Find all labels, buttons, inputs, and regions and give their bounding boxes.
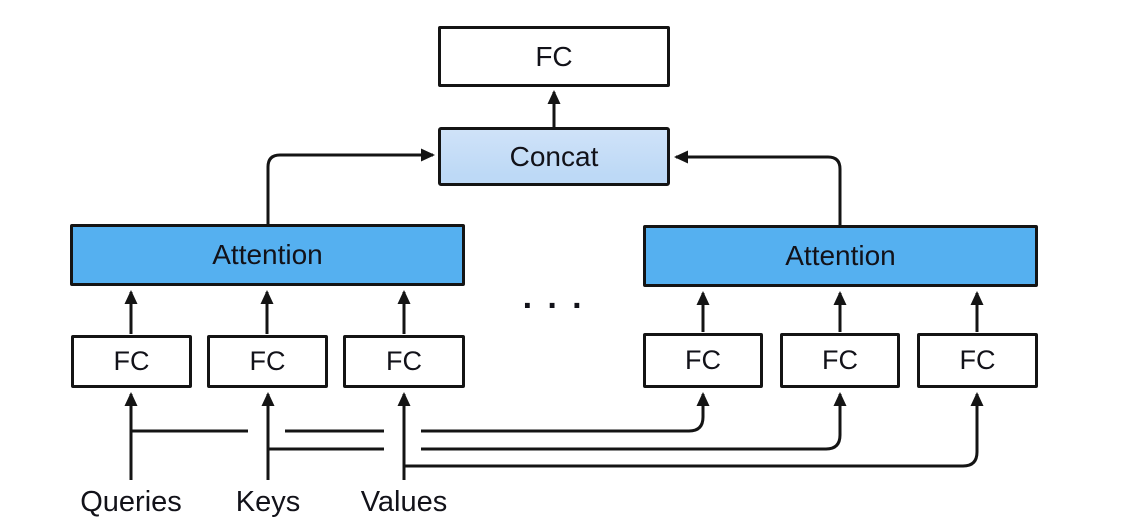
fc-right-2-box: FC bbox=[780, 333, 900, 388]
queries-label: Queries bbox=[80, 486, 182, 518]
heads-ellipsis: · · · bbox=[522, 286, 586, 325]
values-label: Values bbox=[360, 486, 448, 518]
fc-left-3-box: FC bbox=[343, 335, 465, 388]
fc-right-3-box: FC bbox=[917, 333, 1038, 388]
edge-attention-left-to-concat bbox=[266, 148, 435, 225]
edge-attention-right-to-concat bbox=[674, 150, 842, 226]
edge-queries-rail-to-fc-right-1 bbox=[421, 392, 710, 433]
edge-keys-rail-to-fc-right-2 bbox=[421, 392, 847, 451]
keys-label: Keys bbox=[235, 486, 301, 518]
fc-left-2-box: FC bbox=[207, 335, 328, 388]
fc-right-1-box: FC bbox=[643, 333, 763, 388]
attention-right-box: Attention bbox=[643, 225, 1038, 287]
attention-left-box: Attention bbox=[70, 224, 465, 286]
fc-left-1-box: FC bbox=[71, 335, 192, 388]
edge-values-rail-to-fc-right-3 bbox=[404, 392, 984, 468]
concat-box: Concat bbox=[438, 127, 670, 186]
fc-output-box: FC bbox=[438, 26, 670, 87]
